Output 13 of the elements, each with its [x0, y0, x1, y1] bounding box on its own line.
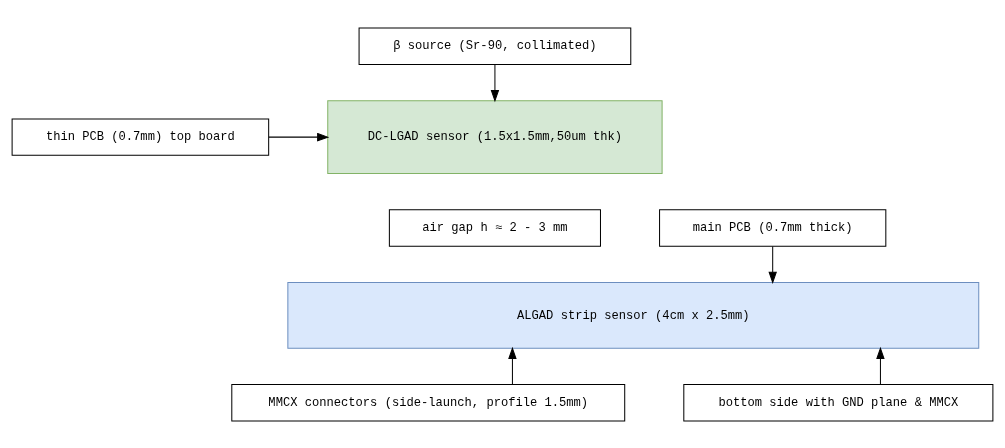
arrow [268, 132, 330, 141]
arrow [768, 245, 777, 284]
node-box: main PCB (0.7mm thick) [659, 208, 887, 247]
node-box: bottom side with GND plane & MMCX [683, 383, 994, 421]
arrow [508, 346, 517, 385]
arrow [490, 63, 500, 102]
node-box: β source (Sr-90, collimated) [358, 27, 632, 65]
node-box: ALGAD strip sensor (4cm x 2.5mm) [287, 281, 980, 349]
arrow [876, 346, 885, 385]
node-box: MMCX connectors (side-launch, profile 1.5mm) [231, 383, 626, 421]
node-box: air gap h ≈ 2 - 3 mm [388, 208, 601, 247]
node-box: DC-LGAD sensor (1.5x1.5mm,50um thk) [327, 99, 663, 174]
node-box: thin PCB (0.7mm) top board [11, 117, 270, 156]
